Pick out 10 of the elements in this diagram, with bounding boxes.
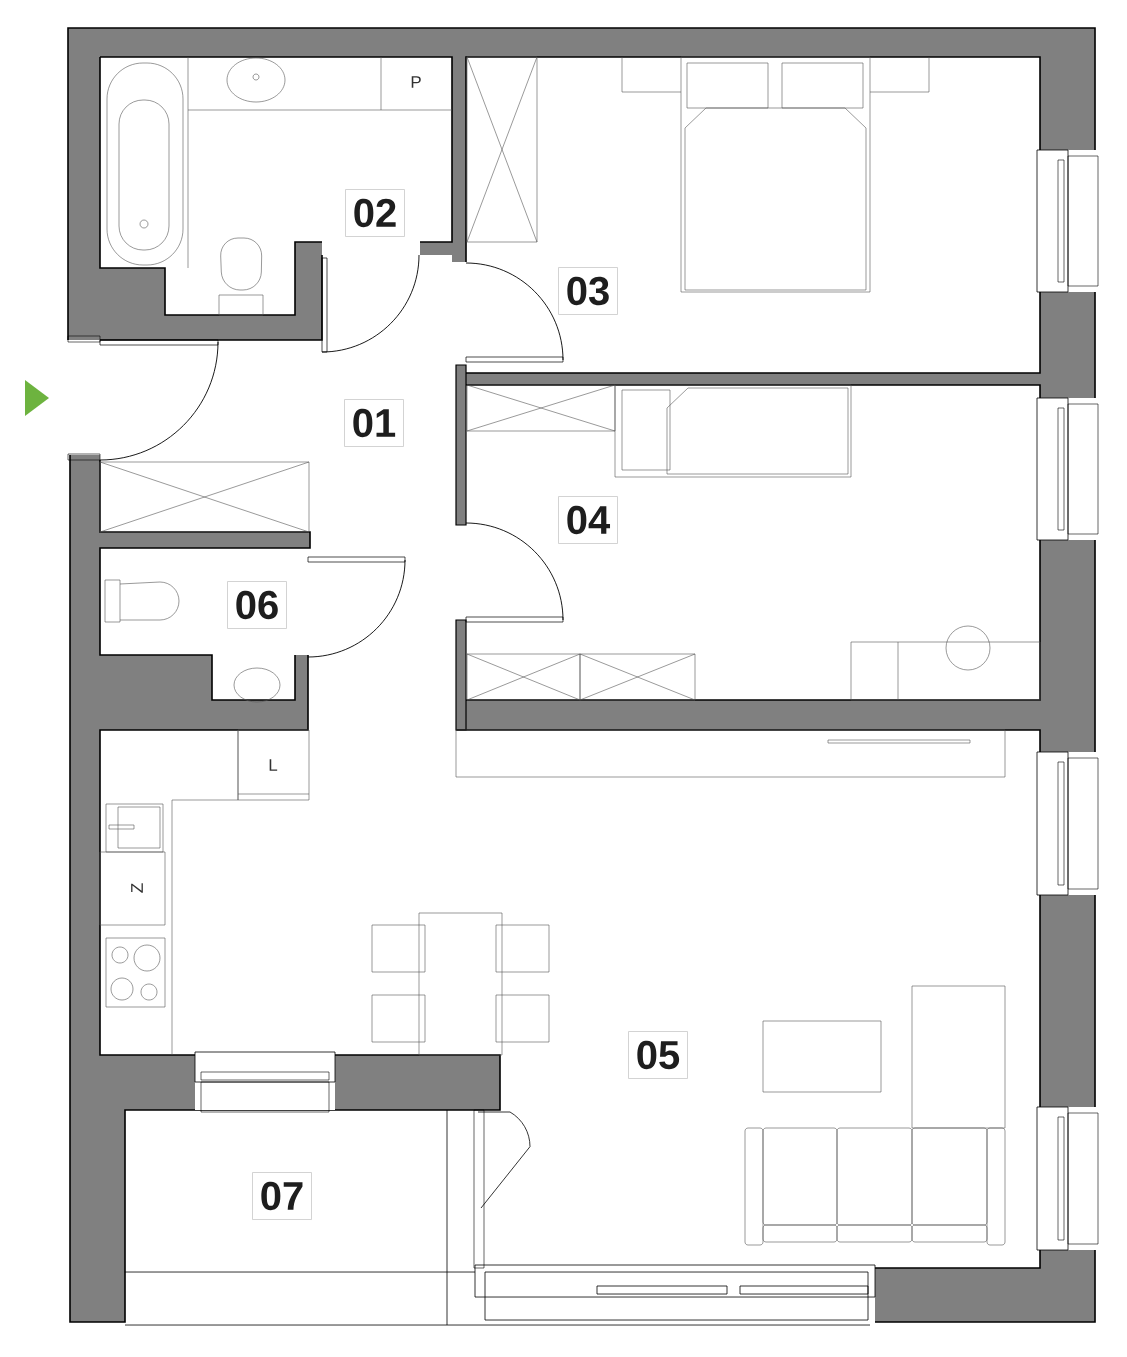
room-number: 04	[558, 496, 618, 544]
cabinet-letter: P	[411, 76, 421, 88]
room-number: 06	[227, 581, 287, 629]
room-number: 07	[252, 1172, 312, 1220]
room-number: 02	[345, 189, 405, 237]
room-number: 01	[344, 399, 404, 447]
room-number: 05	[628, 1031, 688, 1079]
cabinet-letter: L	[269, 759, 278, 771]
room-number: 03	[558, 267, 618, 315]
cabinet-letter: Z	[131, 883, 143, 893]
